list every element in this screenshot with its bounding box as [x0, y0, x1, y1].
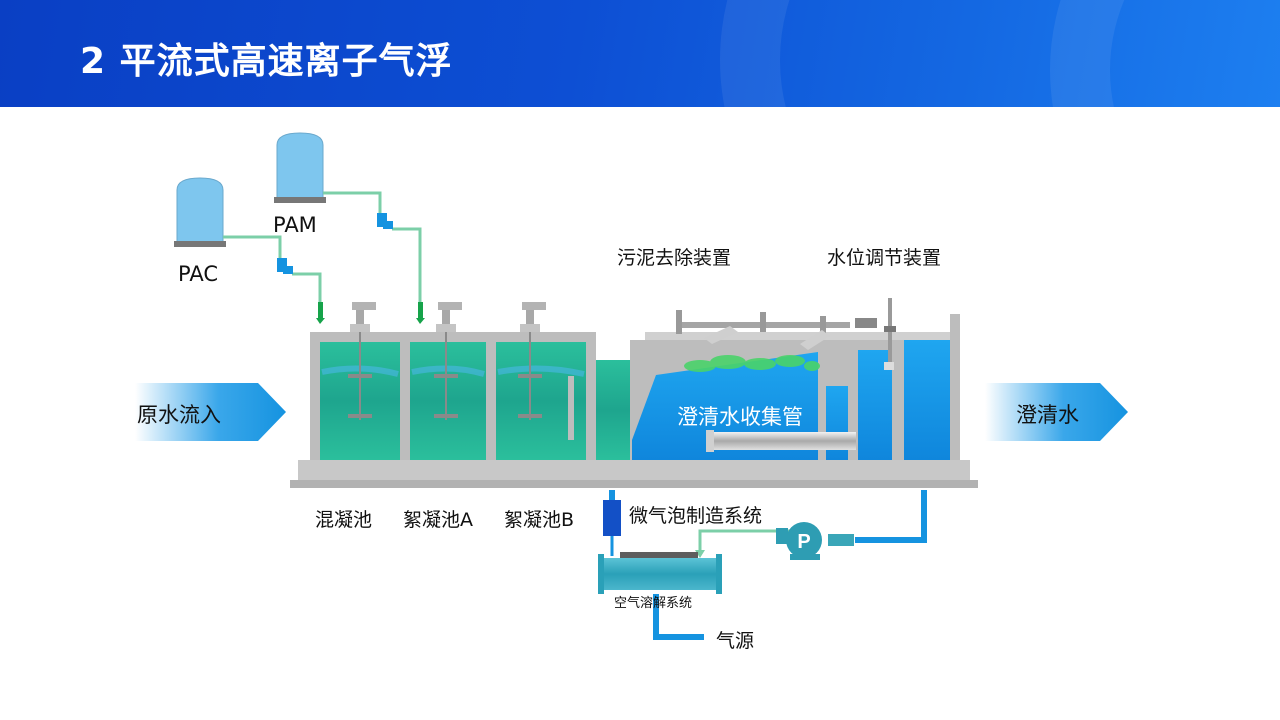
recycle-pipe: [609, 490, 927, 543]
mixer-icon: [518, 302, 546, 420]
clear-water-collection-pipe: [706, 430, 856, 452]
label-level-adjust: 水位调节装置: [827, 247, 942, 269]
dosing-pump-icon: [283, 266, 293, 274]
partition-wall: [848, 340, 858, 460]
level-adjust-device: [884, 298, 896, 370]
dosing-pump-icon: [383, 221, 393, 229]
nozzle-icon: [416, 318, 425, 324]
dosing-pipe-pam: [323, 191, 422, 305]
header-decoration: [720, 0, 1280, 107]
nozzle-icon: [316, 318, 325, 324]
partition-wall: [818, 352, 826, 460]
overflow-wall: [950, 314, 960, 460]
clear-water-arrow: [985, 383, 1128, 441]
partition-wall: [892, 340, 904, 460]
label-raw-water-in: 原水流入: [137, 403, 221, 427]
header-decoration: [1050, 0, 1280, 107]
page-title: 2 平流式高速离子气浮: [80, 41, 453, 82]
raw-water-arrow: [135, 383, 286, 441]
level-chamber: [904, 340, 950, 460]
pump-label: P: [797, 531, 810, 553]
pump-feed-pipe: [698, 529, 790, 552]
label-pac: PAC: [178, 262, 218, 286]
label-air-source: 气源: [716, 630, 755, 652]
floc-tank-a-water: [410, 342, 486, 460]
baffle-wall: [590, 342, 596, 436]
label-sludge-removal: 污泥去除装置: [617, 247, 732, 269]
header-banner: 2 平流式高速离子气浮: [0, 0, 1280, 107]
tank-base: [298, 460, 970, 482]
dosing-pump-icon: [277, 258, 287, 272]
nozzle-icon: [418, 302, 423, 318]
label-floc-tank-a: 絮凝池A: [403, 509, 473, 531]
label-mixing-tank: 混凝池: [315, 509, 373, 531]
pac-storage-tank: [174, 177, 226, 247]
air-source-pipe: [653, 594, 704, 640]
label-micro-bubble: 微气泡制造系统: [629, 505, 763, 527]
dosing-pump-icon: [377, 213, 387, 227]
pam-storage-tank: [274, 132, 326, 203]
label-floc-tank-b: 絮凝池B: [504, 509, 575, 531]
mixer-icon: [348, 302, 376, 420]
label-clear-water-out: 澄清水: [1016, 403, 1079, 427]
mixer-icon: [434, 302, 462, 420]
label-air-dissolve: 空气溶解系统: [614, 596, 693, 611]
nozzle-icon: [318, 302, 323, 318]
sludge-removal-device: [645, 310, 950, 350]
tank-base: [290, 480, 978, 488]
pump-icon: [776, 522, 854, 560]
label-clear-water-pipe: 澄清水收集管: [677, 405, 803, 429]
micro-bubble-generator: [603, 500, 621, 536]
air-dissolve-tank: [598, 552, 722, 594]
baffle-wall: [568, 376, 574, 440]
sludge-layer: [684, 355, 820, 372]
dosing-pipe-pac: [223, 235, 322, 305]
label-pam: PAM: [273, 213, 317, 237]
